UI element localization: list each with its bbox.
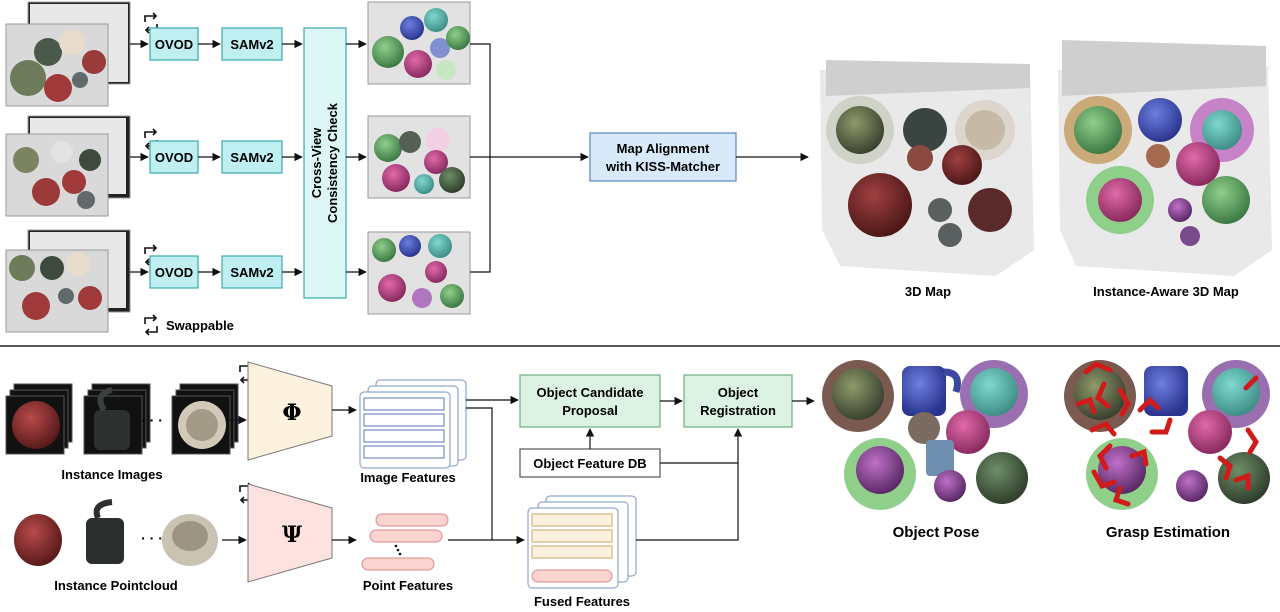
swap-icon (144, 314, 158, 336)
3d-map-render (820, 60, 1034, 276)
instance-images-label: Instance Images (61, 467, 162, 482)
ovod-box-1: OVOD (149, 27, 199, 61)
grasp-poses (1075, 361, 1259, 507)
instance-map-render (1058, 40, 1272, 276)
fused-features-label: Fused Features (534, 594, 630, 609)
svg-text:Object Feature DB: Object Feature DB (533, 456, 646, 471)
svg-text:OVOD: OVOD (155, 265, 193, 280)
phi-encoder: Φ (247, 361, 333, 461)
instance-pointcloud-label: Instance Pointcloud (54, 578, 178, 593)
ovod-box-3: OVOD (149, 255, 199, 289)
svg-text:Proposal: Proposal (562, 403, 618, 418)
rgbd-view-1 (5, 1, 131, 107)
segmented-view-2 (367, 115, 471, 199)
segmented-view-1 (367, 1, 471, 85)
ovod-box-2: OVOD (149, 140, 199, 174)
samv2-box-1: SAMv2 (221, 27, 283, 61)
grasp-estimation-label: Grasp Estimation (1106, 524, 1230, 541)
fused-features (527, 495, 637, 589)
svg-text:Φ: Φ (282, 400, 301, 426)
psi-encoder: Ψ (247, 483, 333, 583)
map-alignment-box: Map Alignment with KISS-Matcher (589, 132, 737, 182)
svg-text:SAMv2: SAMv2 (230, 265, 273, 280)
svg-text:OVOD: OVOD (155, 150, 193, 165)
rgbd-view-2 (5, 115, 131, 217)
ellipsis-pointcloud: · · · (141, 530, 163, 546)
candidate-proposal-box: Object Candidate Proposal (519, 374, 661, 428)
object-pose-label: Object Pose (893, 524, 980, 541)
svg-text:Consistency Check: Consistency Check (325, 102, 340, 223)
svg-text:Object Candidate: Object Candidate (537, 385, 644, 400)
grasp-estimation-render (1064, 360, 1270, 510)
svg-text:Ψ: Ψ (282, 522, 302, 548)
svg-text:OVOD: OVOD (155, 37, 193, 52)
svg-text:SAMv2: SAMv2 (230, 150, 273, 165)
svg-text:Map Alignment: Map Alignment (617, 141, 710, 156)
swappable-label: Swappable (166, 318, 234, 333)
feature-db-box: Object Feature DB (519, 448, 661, 478)
segmented-view-3 (367, 231, 471, 315)
instance-map-label: Instance-Aware 3D Map (1093, 284, 1239, 299)
object-registration-box: Object Registration (683, 374, 793, 428)
rgbd-view-3 (5, 229, 131, 333)
image-features (359, 379, 467, 469)
ellipsis-images: · · · (141, 412, 163, 428)
svg-text:Object: Object (718, 385, 759, 400)
svg-text:SAMv2: SAMv2 (230, 37, 273, 52)
samv2-box-2: SAMv2 (221, 140, 283, 174)
3d-map-label: 3D Map (905, 284, 951, 299)
consistency-check-box: Cross-View Consistency Check (303, 27, 347, 299)
point-features-label: Point Features (363, 578, 453, 593)
point-features (361, 513, 449, 571)
instance-images (5, 383, 239, 455)
input-views (5, 1, 131, 333)
object-pose-render (822, 360, 1028, 510)
instance-pointcloud (14, 499, 218, 566)
image-features-label: Image Features (360, 470, 455, 485)
samv2-box-3: SAMv2 (221, 255, 283, 289)
svg-text:with KISS-Matcher: with KISS-Matcher (605, 159, 720, 174)
svg-text:Registration: Registration (700, 403, 776, 418)
svg-text:Cross-View: Cross-View (309, 127, 324, 198)
